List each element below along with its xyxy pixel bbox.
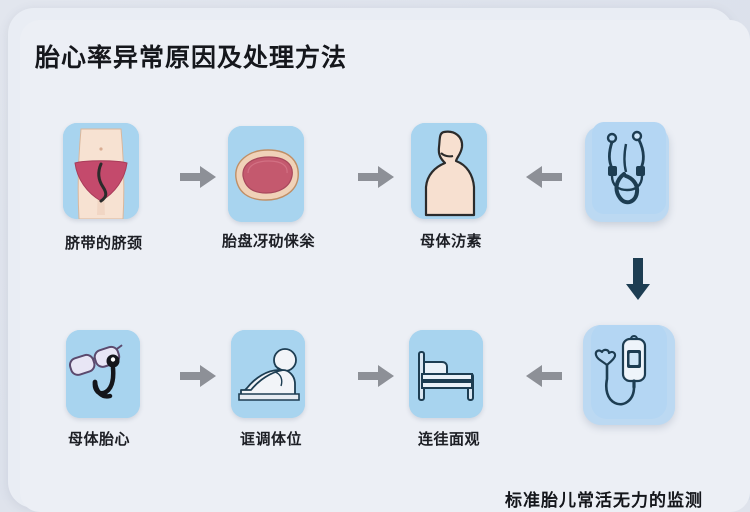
panel-stethoscope-surface: [592, 122, 666, 214]
arrow-left-1-3: [524, 164, 564, 190]
fetal-doppler-icon: [583, 325, 675, 425]
tile-pelvis-umbilical-cord[interactable]: [63, 123, 139, 219]
tile-bed-rest[interactable]: [409, 330, 483, 418]
pelvis-umbilical-cord-icon: [63, 123, 139, 219]
maternal-torso-icon: [411, 123, 487, 219]
bottom-caption: 标准胎儿常活无力的监测: [505, 491, 703, 510]
bed-rest-icon: [409, 330, 483, 418]
label-step-1-1: 脐带的脐颈: [65, 235, 143, 252]
label-step-1-3: 母体汸素: [420, 233, 483, 250]
arrow-left-2-3: [524, 363, 564, 389]
arrow-down-connector: [625, 258, 651, 302]
arrow-right-2-1: [178, 363, 218, 389]
page-title: 胎心率异常原因及处理方法: [35, 44, 348, 72]
card-inner: [20, 20, 750, 512]
arrow-right-1-2: [356, 164, 396, 190]
placenta-icon: [228, 126, 304, 222]
tile-lateral-position[interactable]: [231, 330, 305, 418]
arrow-down-icon: [626, 258, 650, 300]
panel-stethoscope[interactable]: [585, 122, 669, 222]
arrow-right-icon: [180, 365, 216, 387]
label-step-1-2: 胎盘冴劯俫枀: [222, 233, 316, 250]
tile-placenta[interactable]: [228, 126, 304, 222]
tile-glasses-stethoscope[interactable]: [66, 330, 140, 418]
stethoscope-icon: [592, 122, 666, 214]
glasses-stethoscope-icon: [66, 330, 140, 418]
arrow-left-icon: [526, 365, 562, 387]
panel-fetal-doppler[interactable]: [583, 325, 675, 425]
arrow-right-1-1: [178, 164, 218, 190]
arrow-right-icon: [358, 166, 394, 188]
label-step-2-2: 诓调体位: [240, 431, 303, 448]
label-step-2-1: 母体胎心: [68, 431, 131, 448]
tile-maternal-torso[interactable]: [411, 123, 487, 219]
arrow-right-2-2: [356, 363, 396, 389]
lateral-position-icon: [231, 330, 305, 418]
label-step-2-3: 连徍面观: [418, 431, 481, 448]
arrow-left-icon: [526, 166, 562, 188]
arrow-right-icon: [180, 166, 216, 188]
arrow-right-icon: [358, 365, 394, 387]
